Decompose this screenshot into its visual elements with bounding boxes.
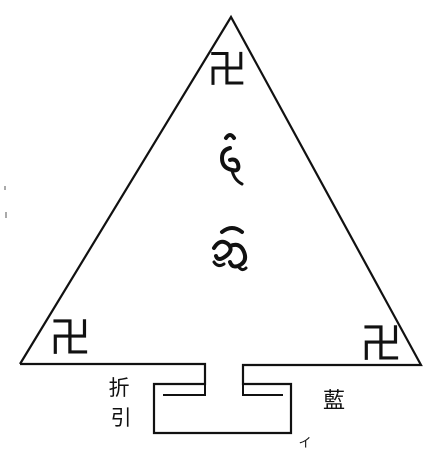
label-ori: 折 (109, 376, 130, 400)
siddham-seed-upper (219, 133, 244, 186)
manji-symbol-bottom-right: 卍 (360, 319, 402, 368)
manji-symbol-bottom-left: 卍 (49, 313, 91, 362)
manji-symbol-top: 卍 (207, 47, 247, 93)
label-ran: 藍 (323, 389, 345, 414)
base-inner-step (163, 364, 206, 396)
siddham-seed-lower (212, 226, 248, 272)
label-in: 引 (111, 406, 132, 430)
base-inner-step-right (242, 365, 283, 396)
small-mark: イ (298, 436, 311, 451)
